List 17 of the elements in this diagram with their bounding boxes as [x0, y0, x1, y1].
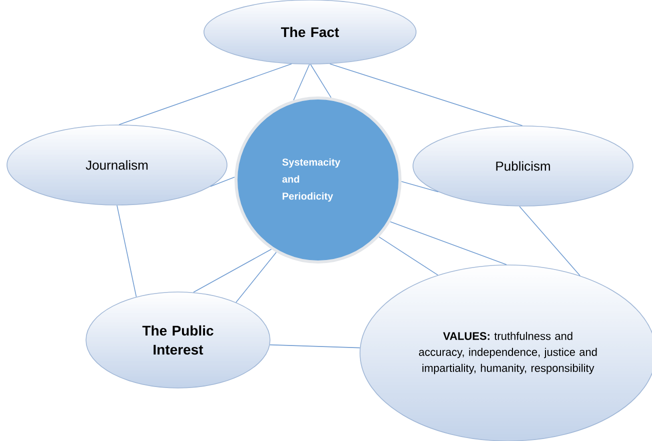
connector-line: [236, 252, 277, 303]
connector-line: [193, 248, 272, 293]
ellipse-node: The Fact: [204, 0, 416, 64]
connector-line: [401, 181, 439, 192]
ellipse-node: The Public Interest: [86, 292, 270, 388]
connector-line: [330, 63, 523, 126]
connector-line: [293, 64, 310, 101]
connector-line: [118, 64, 292, 125]
connector-line: [270, 344, 360, 348]
connector-line: [378, 236, 438, 276]
connector-line: [519, 206, 580, 276]
connector-line: [390, 221, 507, 265]
ellipse-node: Journalism: [6, 124, 228, 206]
connector-line: [310, 64, 332, 98]
connector-line: [116, 205, 137, 298]
connector-line: [210, 176, 235, 187]
ellipse-node: Publicism: [412, 126, 634, 206]
